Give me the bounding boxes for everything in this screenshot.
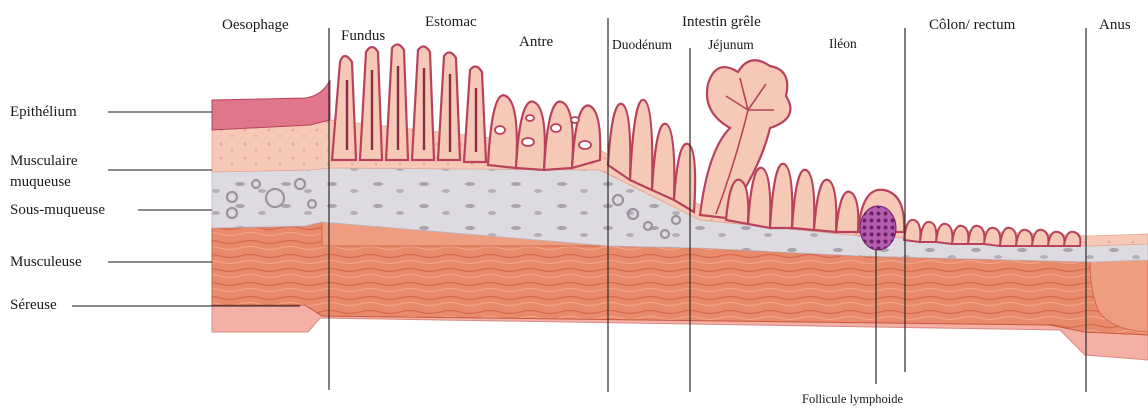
label-anus: Anus [1099, 17, 1131, 33]
label-musculeuse: Musculeuse [10, 254, 82, 270]
label-duodenum: Duodénum [612, 37, 672, 52]
label-intestin-grele: Intestin grêle [682, 14, 761, 30]
oesophagus-epithelium [212, 80, 330, 130]
label-colon-rectum: Côlon/ rectum [929, 17, 1016, 33]
region-labels: Oesophage Fundus Estomac Antre Duodénum … [222, 14, 1131, 52]
label-ileon: Iléon [829, 36, 857, 51]
label-musculaire-line1: Musculaire [10, 153, 78, 169]
label-estomac: Estomac [425, 14, 477, 30]
label-sous-muqueuse: Sous-muqueuse [10, 202, 105, 218]
label-sereuse: Séreuse [10, 297, 57, 313]
colon-crypts [904, 220, 1080, 246]
label-antre: Antre [519, 34, 553, 50]
label-musculaire-line2: muqueuse [10, 174, 71, 190]
label-epithelium: Epithélium [10, 104, 77, 120]
label-jejunum: Jéjunum [708, 37, 754, 52]
label-follicule-lymphoide: Follicule lymphoide [802, 392, 903, 406]
label-fundus: Fundus [341, 28, 385, 44]
label-oesophage: Oesophage [222, 17, 289, 33]
